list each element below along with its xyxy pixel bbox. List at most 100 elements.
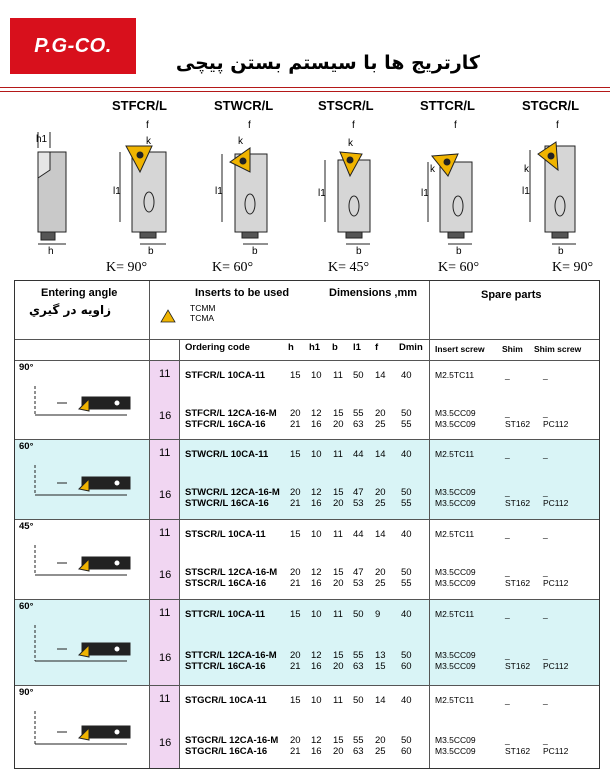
dim-dmin: 60 [401, 661, 412, 672]
dim-h1: 12 [311, 567, 322, 578]
dim-label-k-4: k [430, 164, 436, 175]
dim-b: 15 [333, 650, 344, 661]
specs-table: Entering angle زاويه در گيري Inserts to … [14, 280, 600, 769]
insert-size: 11 [159, 447, 171, 459]
holder-drawing-4 [427, 153, 473, 245]
dim-h1: 12 [311, 650, 322, 661]
dim-h1: 16 [311, 578, 322, 589]
dim-dmin: 40 [401, 529, 412, 540]
dim-h: 15 [290, 695, 301, 706]
size-column-cell [150, 519, 179, 599]
ordering-code: STTCR/L 16CA-16 [185, 661, 266, 672]
dim-label-k-2: k [238, 136, 244, 147]
dim-label-k-3: k [348, 138, 354, 149]
dim-h: 20 [290, 734, 301, 746]
group-rule [15, 519, 599, 520]
spare-screw: M2.5TC11 [435, 449, 475, 459]
spare-screw: M3.5CC09 [435, 487, 476, 497]
header-row-rule [15, 339, 599, 340]
spare-shim: ST162 [505, 745, 531, 756]
dim-b: 11 [333, 370, 343, 381]
spare-shim: _ [505, 567, 510, 577]
dim-l1: 63 [353, 661, 364, 672]
col-f: f [375, 342, 379, 353]
dim-h: 20 [290, 567, 301, 578]
dim-label-k-1: k [146, 136, 152, 147]
size-column-cell [150, 685, 179, 768]
spare-parts-header: Spare parts [481, 289, 542, 301]
group-angle: 90° [19, 362, 34, 373]
angle-label-1: K= 90° [106, 260, 148, 275]
spare-shim: _ [505, 529, 510, 539]
angle-group [15, 599, 599, 685]
col-dmin: Dmin [399, 342, 423, 353]
operation-schematic [34, 711, 131, 745]
ordering-code: STFCR/L 12CA-16-M [185, 407, 277, 419]
entering-angle-fa: زاويه در گيري [29, 303, 112, 317]
dim-h1: 12 [311, 407, 322, 419]
dim-dmin: 40 [401, 449, 412, 460]
group-rule [15, 439, 599, 440]
dim-h: 15 [290, 370, 301, 381]
ordering-code: STGCR/L 12CA-16-M [185, 734, 279, 746]
spare-shim: _ [505, 449, 510, 459]
spare-shim: _ [505, 370, 510, 380]
dim-l1: 50 [353, 695, 364, 706]
dim-dmin: 50 [401, 407, 412, 419]
insert-size: 11 [159, 368, 171, 380]
col-l1: l1 [353, 342, 361, 353]
dim-b: 20 [333, 745, 344, 757]
group-angle: 45° [19, 521, 34, 532]
spare-shim-screw: PC112 [543, 418, 569, 429]
dim-f: 25 [375, 498, 386, 509]
dim-b: 11 [333, 695, 343, 706]
spare-screw: M3.5CC09 [435, 498, 476, 508]
insert-size: 16 [159, 569, 172, 581]
dim-h: 20 [290, 407, 301, 419]
spare-shim-screw: _ [543, 567, 548, 577]
group-rule [15, 360, 599, 361]
dim-dmin: 40 [401, 370, 412, 381]
spare-shim: _ [505, 695, 510, 705]
spare-screw: M3.5CC09 [435, 734, 476, 745]
dim-h1: 10 [311, 370, 322, 381]
spare-shim: ST162 [505, 418, 531, 429]
dim-l1: 44 [353, 529, 364, 540]
dim-h1: 16 [311, 498, 322, 509]
group-angle: 60° [19, 601, 34, 612]
spare-screw: M2.5TC11 [435, 370, 475, 380]
dim-dmin: 60 [401, 745, 412, 757]
dim-h1: 16 [311, 418, 322, 430]
group-angle: 90° [19, 687, 34, 698]
dim-f: 14 [375, 529, 386, 540]
spare-screw: M2.5TC11 [435, 529, 475, 539]
insert-size: 16 [159, 652, 172, 664]
dim-h: 20 [290, 487, 301, 498]
dim-f: 15 [375, 661, 386, 672]
holder-drawing-5 [529, 141, 576, 245]
dim-h1: 12 [311, 487, 322, 498]
spare-shim-screw: _ [543, 609, 548, 619]
holder-name-2: STWCR/L [214, 98, 274, 113]
dim-dmin: 55 [401, 498, 412, 509]
dim-b: 15 [333, 734, 344, 746]
dim-f: 25 [375, 578, 386, 589]
dim-label-b-5: b [558, 246, 564, 257]
dim-dmin: 50 [401, 567, 412, 578]
page-title: کارتریج ها با سیستم بستن پیچی [175, 52, 480, 74]
dim-f: 20 [375, 734, 386, 746]
dim-dmin: 50 [401, 487, 412, 498]
insert-triangle-icon [160, 309, 176, 323]
dim-b: 20 [333, 418, 344, 430]
col-h1: h1 [309, 342, 321, 353]
spare-screw: M3.5CC09 [435, 578, 476, 588]
dim-h1: 10 [311, 449, 322, 460]
dim-h1: 16 [311, 661, 322, 672]
operation-schematic [34, 465, 131, 496]
spare-shim: _ [505, 609, 510, 619]
operation-schematic [34, 386, 131, 416]
dim-h: 20 [290, 650, 301, 661]
group-angle: 60° [19, 441, 34, 452]
holder-name-4: STTCR/L [420, 98, 475, 113]
insert-size: 16 [159, 489, 172, 501]
